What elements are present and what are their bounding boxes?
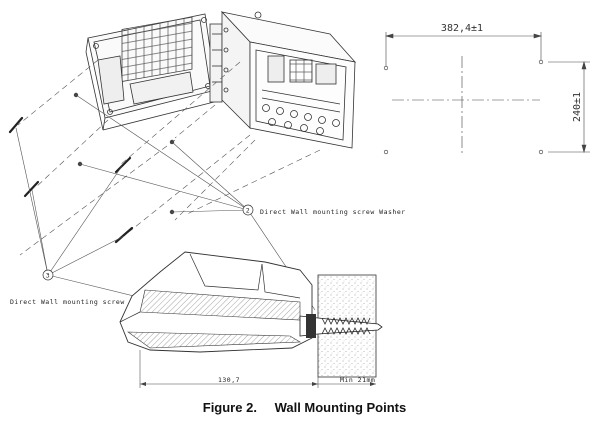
- section-view: 130,7 Min 21mm: [119, 251, 383, 388]
- mounting-hole-points: [383, 59, 544, 155]
- balloon-washer: 2: [242, 204, 254, 216]
- svg-text:2: 2: [246, 207, 250, 215]
- screw-icon: [114, 156, 132, 174]
- label-screw-washer: Direct Wall mounting screw Washer: [260, 208, 406, 216]
- svg-text:3: 3: [46, 272, 50, 280]
- enclosure-drawing: [85, 10, 357, 149]
- figure-caption: Figure 2. Wall Mounting Points: [0, 400, 609, 415]
- height-dimension: 240±1: [572, 92, 583, 122]
- label-screw: Direct Wall mounting screw: [10, 298, 125, 306]
- balloon-screw: 3: [42, 269, 54, 281]
- depth-dimension: 130,7: [218, 376, 240, 384]
- figure-title: Wall Mounting Points: [274, 400, 407, 415]
- wall-screw-icon: [299, 314, 383, 338]
- dimension-drawing: [384, 32, 590, 155]
- enclosure-base: [220, 10, 357, 149]
- width-dimension: 382,4±1: [441, 23, 483, 34]
- leader-lines: [15, 94, 316, 311]
- figure-number: Figure 2.: [202, 400, 257, 415]
- mounting-screws: [8, 116, 134, 244]
- enclosure-hinge: [209, 23, 223, 103]
- screw-icon: [8, 116, 24, 134]
- screw-icon: [23, 180, 40, 198]
- screw-icon: [114, 226, 134, 244]
- enclosure-lid: [85, 13, 217, 131]
- wall-thickness-dimension: Min 21mm: [340, 376, 375, 384]
- projection-lines: [17, 59, 321, 256]
